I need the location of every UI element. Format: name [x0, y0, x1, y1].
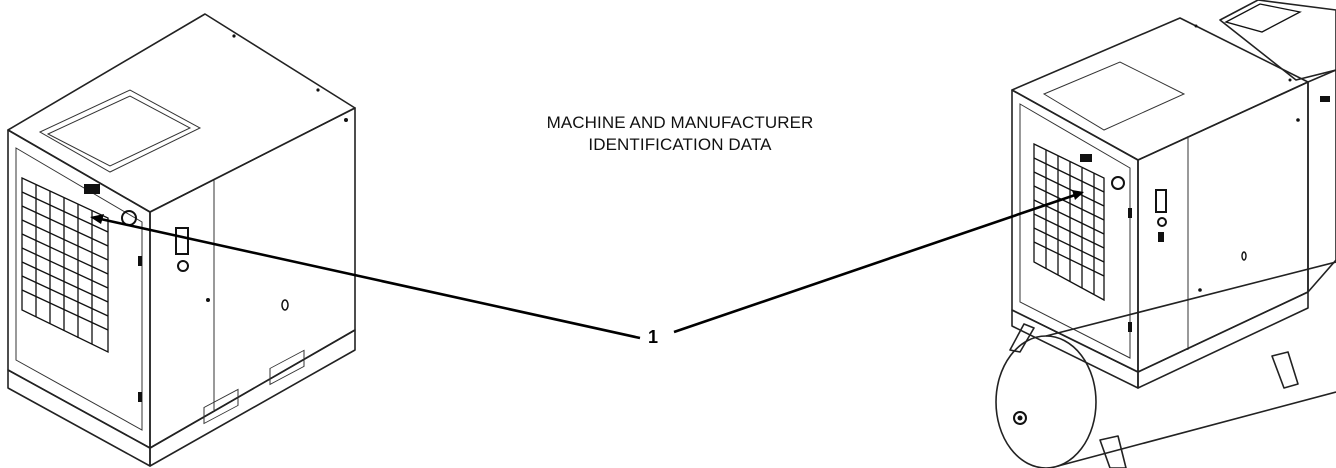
cabinet-emergency-stop [177, 260, 189, 272]
cabinet-base-side [149, 329, 356, 467]
tank-cabinet-side [1137, 81, 1309, 373]
cabinet-hinge-lower [138, 392, 142, 402]
tank-bottom-edge [1057, 391, 1336, 467]
air-receiver-tank [995, 261, 1336, 468]
tank-drain-fitting [1013, 411, 1027, 425]
caption-line-1: MACHINE AND MANUFACTURER [546, 113, 814, 132]
tank-top-edge [1045, 261, 1336, 337]
tank-leg-2 [1271, 351, 1299, 389]
dryer-side [1307, 69, 1336, 293]
tank-cabinet-grille [1033, 142, 1105, 302]
leader-arrow-left [90, 214, 104, 224]
tank-cabinet-switch [1158, 232, 1164, 242]
callout-leaders [90, 190, 1084, 340]
cabinet-hinge-upper [138, 256, 142, 266]
cabinet-top-hatch [38, 89, 202, 173]
tank-cabinet-front-panel [1019, 103, 1131, 359]
cabinet-side-port [281, 299, 289, 311]
callout-number: 1 [648, 327, 659, 347]
cabinet-control-panel [175, 227, 189, 255]
dryer-grille [1224, 3, 1302, 33]
cabinet-front-panel [15, 147, 143, 431]
dryer-top [1219, 0, 1336, 81]
cabinet-side-face [149, 107, 356, 449]
compressor-cabinet-standalone [7, 13, 356, 467]
tank-cabinet-port [1241, 251, 1247, 261]
tank-cabinet-top-hatch [1042, 61, 1186, 131]
leader-arrow-right [1072, 190, 1084, 200]
tank-cabinet-gauge [1111, 176, 1125, 190]
cabinet-top-face [7, 13, 356, 213]
tank-cabinet-control-panel [1155, 189, 1167, 213]
caption-line-2: IDENTIFICATION DATA [588, 135, 772, 154]
cabinet-base-front [7, 369, 151, 467]
tank-leg-1 [1099, 435, 1127, 468]
tank-leg-3 [1009, 323, 1035, 353]
tank-skid-side [1137, 291, 1309, 389]
cabinet-forklift-slot-2 [269, 349, 305, 386]
compressor-tank-mounted [995, 0, 1336, 468]
leader-line-left [95, 216, 641, 340]
dryer-label [1320, 96, 1330, 102]
tank-end-cap [995, 335, 1097, 468]
cabinet-top-hatch-inner [46, 95, 192, 167]
leader-line-right [673, 192, 1079, 334]
cabinet-nameplate [84, 184, 100, 194]
cabinet-grille [21, 176, 109, 354]
diagram-caption: MACHINE AND MANUFACTURER IDENTIFICATION … [470, 112, 890, 156]
tank-cabinet-emergency-stop [1157, 217, 1167, 227]
tank-cabinet-nameplate [1080, 154, 1092, 162]
cabinet-forklift-slot-1 [203, 388, 239, 425]
